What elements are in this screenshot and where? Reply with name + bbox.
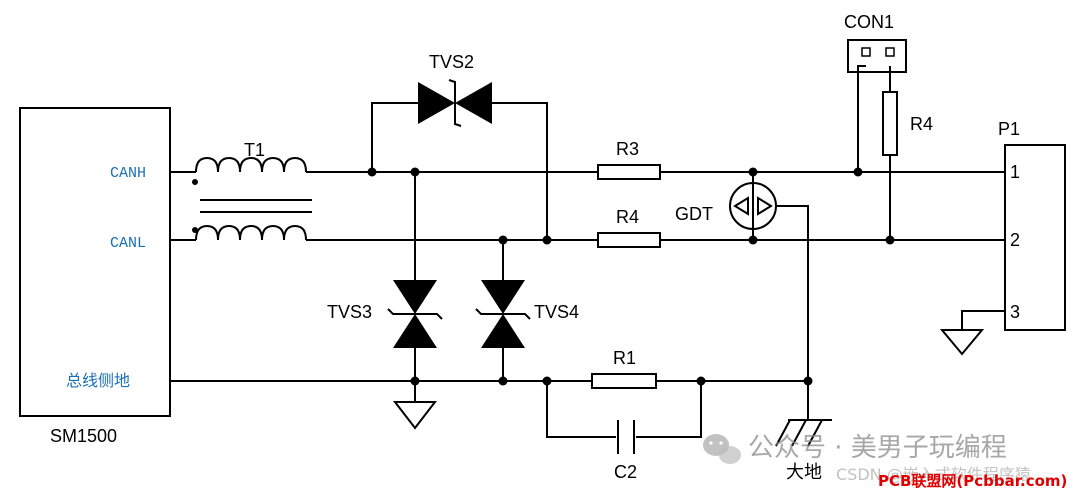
- resistor-r4-termination: R4: [882, 91, 933, 156]
- pin-label-canl: CANL: [110, 235, 146, 252]
- ic-box: [19, 107, 171, 417]
- earth-label: 大地: [786, 462, 822, 483]
- r1-label: R1: [613, 348, 636, 368]
- wechat-logo-icon: [703, 434, 741, 464]
- resistor-r4-canl: R4: [597, 207, 661, 248]
- junctions: [367, 167, 895, 386]
- tvs2-label: TVS2: [429, 52, 474, 72]
- con1-label: CON1: [844, 12, 894, 32]
- resistor-r1: R1: [591, 348, 657, 389]
- connector-p1: P1 1 2 3: [998, 119, 1066, 331]
- pin-label-bus-ground: 总线侧地: [66, 371, 130, 390]
- csdn-watermark-text: CSDN @嵌入式软件程序猿: [836, 465, 1031, 484]
- p1-pin3-label: 3: [1010, 302, 1020, 322]
- pin-label-canh: CANH: [110, 165, 146, 182]
- r4-termination-label: R4: [910, 114, 933, 134]
- p1-label: P1: [998, 119, 1020, 139]
- ic-label: SM1500: [50, 426, 117, 446]
- jumper-con1: CON1: [844, 12, 907, 73]
- p1-pin1-label: 1: [1010, 162, 1020, 182]
- wires: [170, 65, 1005, 438]
- resistor-r3: R3: [597, 139, 661, 180]
- r3-label: R3: [616, 139, 639, 159]
- gdt-label: GDT: [675, 204, 713, 224]
- earth-ground-symbol: 大地: [775, 419, 832, 483]
- transformer-t1: T1: [192, 140, 312, 241]
- watermark-wechat: 公众号 · 美男子玩编程: [703, 433, 1007, 464]
- tvs3-diode: TVS3: [327, 280, 443, 348]
- pcbbar-watermark-text: PCB联盟网(Pcbbar.com): [878, 472, 1067, 490]
- r4-canl-label: R4: [616, 207, 639, 227]
- ground-symbol-p1: [939, 329, 985, 356]
- t1-label: T1: [244, 140, 265, 160]
- tvs4-diode: TVS4: [475, 280, 579, 348]
- wechat-watermark-text: 公众号 · 美男子玩编程: [748, 433, 1007, 463]
- gas-discharge-tube-gdt: GDT: [675, 182, 777, 230]
- tvs4-label: TVS4: [534, 302, 579, 322]
- p1-pin2-label: 2: [1010, 230, 1020, 250]
- c2-label: C2: [614, 462, 637, 482]
- tvs2-diode: TVS2: [418, 52, 492, 127]
- ic-sm1500: CANH CANL 总线侧地 SM1500: [19, 107, 171, 446]
- tvs3-label: TVS3: [327, 302, 372, 322]
- capacitor-c2: C2: [614, 420, 637, 482]
- ground-symbol-bus: [392, 401, 438, 430]
